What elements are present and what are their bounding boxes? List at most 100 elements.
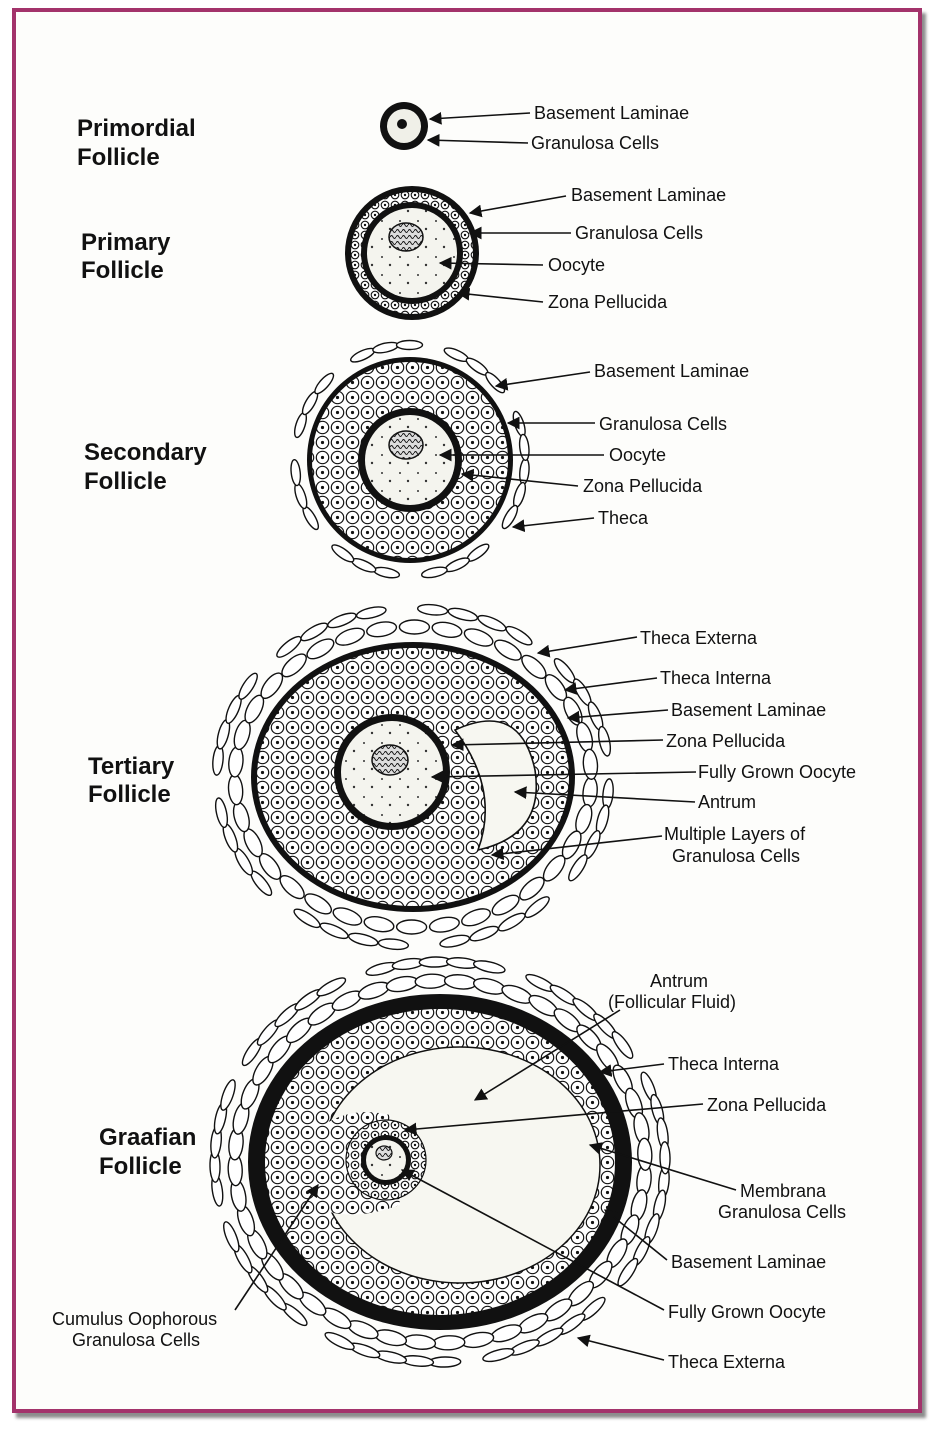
secondary-oocyte bbox=[365, 415, 455, 505]
leader-line bbox=[470, 196, 566, 213]
primordial-label-granulosa-cells: Granulosa Cells bbox=[531, 133, 659, 153]
primordial-nucleus bbox=[397, 119, 407, 129]
theca-cell bbox=[231, 801, 252, 834]
secondary-label-oocyte: Oocyte bbox=[609, 445, 666, 465]
theca-cell bbox=[421, 565, 448, 579]
secondary-title-line1: Secondary bbox=[84, 439, 207, 466]
theca-cell bbox=[403, 1334, 436, 1351]
theca-cell bbox=[212, 745, 225, 776]
leader-line bbox=[568, 710, 668, 718]
secondary-label-theca: Theca bbox=[598, 508, 649, 528]
primary-oocyte bbox=[367, 208, 457, 298]
theca-cell bbox=[428, 915, 460, 934]
leader-line bbox=[428, 140, 528, 143]
primary-title-line2: Follicle bbox=[81, 257, 164, 284]
theca-cell bbox=[444, 555, 471, 574]
theca-cell bbox=[290, 459, 302, 486]
secondary-label-zona-pellucida: Zona Pellucida bbox=[583, 476, 703, 496]
theca-cell bbox=[511, 410, 528, 438]
theca-cell bbox=[373, 1327, 407, 1348]
leader-line bbox=[513, 518, 594, 527]
tertiary-label-multiple-layers-line2: Granulosa Cells bbox=[672, 846, 800, 866]
tertiary-label-fully-grown-oocyte: Fully Grown Oocyte bbox=[698, 762, 856, 782]
theca-cell bbox=[473, 959, 506, 976]
tertiary-title-line1: Tertiary bbox=[88, 753, 175, 780]
primordial-title-line1: Primordial bbox=[77, 115, 196, 142]
tertiary-label-basement-laminae: Basement Laminae bbox=[671, 700, 826, 720]
theca-cell bbox=[461, 1330, 495, 1350]
theca-cell bbox=[444, 973, 477, 990]
theca-cell bbox=[482, 1346, 515, 1364]
tertiary-title-line2: Follicle bbox=[88, 781, 171, 808]
primary-nucleus bbox=[389, 223, 423, 251]
theca-cell bbox=[345, 1317, 380, 1342]
primordial-follicle: Primordial Follicle Basement Laminae Gra… bbox=[77, 102, 689, 171]
secondary-follicle: Secondary Follicle Basement Laminae Gran… bbox=[84, 340, 749, 579]
graafian-label-zona-pellucida: Zona Pellucida bbox=[707, 1095, 827, 1115]
theca-cell bbox=[396, 340, 422, 349]
theca-cell bbox=[323, 1329, 356, 1352]
theca-cell bbox=[331, 904, 364, 928]
theca-cell bbox=[439, 933, 470, 949]
leader-line bbox=[496, 372, 590, 386]
theca-cell bbox=[511, 481, 527, 509]
secondary-label-basement-laminae: Basement Laminae bbox=[594, 361, 749, 381]
theca-cell bbox=[366, 620, 398, 639]
theca-cell bbox=[385, 974, 419, 994]
graafian-title-line2: Follicle bbox=[99, 1153, 182, 1180]
tertiary-label-zona-pellucida: Zona Pellucida bbox=[666, 731, 786, 751]
graafian-label-antrum: Antrum bbox=[650, 971, 708, 991]
theca-cell bbox=[356, 979, 391, 1003]
theca-cell bbox=[365, 960, 398, 978]
leader-line bbox=[538, 637, 637, 653]
theca-cell bbox=[348, 1340, 382, 1360]
theca-cell bbox=[459, 905, 492, 929]
graafian-label-membrana: Membrana bbox=[740, 1181, 827, 1201]
theca-cell bbox=[397, 920, 427, 934]
theca-cell bbox=[472, 976, 506, 997]
leader-line bbox=[578, 1338, 664, 1360]
theca-cell bbox=[373, 566, 400, 580]
graafian-title-line1: Graafian bbox=[99, 1124, 196, 1151]
theca-cell bbox=[363, 914, 395, 933]
tertiary-label-multiple-layers-line1: Multiple Layers of bbox=[664, 824, 806, 844]
theca-cell bbox=[574, 721, 595, 754]
tertiary-label-theca-externa: Theca Externa bbox=[640, 628, 758, 648]
theca-cell bbox=[500, 982, 535, 1007]
theca-cell bbox=[582, 776, 599, 807]
theca-cell bbox=[330, 542, 356, 564]
theca-cell bbox=[462, 625, 495, 649]
primary-follicle: Primary Follicle Basement Laminae Granul… bbox=[81, 185, 726, 320]
graafian-label-basement-laminae: Basement Laminae bbox=[671, 1252, 826, 1272]
primordial-label-basement-laminae: Basement Laminae bbox=[534, 103, 689, 123]
theca-cell bbox=[349, 346, 376, 365]
graafian-label-cumulus-granulosa-cells: Granulosa Cells bbox=[72, 1330, 200, 1350]
secondary-nucleus bbox=[389, 431, 423, 459]
theca-cell bbox=[292, 482, 309, 510]
graafian-nucleus bbox=[376, 1146, 392, 1160]
graafian-follicle: Graafian Follicle Antrum (Follicular Flu… bbox=[52, 956, 846, 1372]
theca-cell bbox=[218, 1078, 238, 1112]
theca-cell bbox=[582, 749, 599, 780]
theca-cell bbox=[415, 974, 448, 989]
theca-cell bbox=[431, 620, 463, 639]
graafian-label-theca-interna: Theca Interna bbox=[668, 1054, 780, 1074]
theca-cell bbox=[399, 620, 429, 634]
graafian-label-membrana-granulosa-cells: Granulosa Cells bbox=[718, 1202, 846, 1222]
theca-cell bbox=[507, 1337, 540, 1358]
theca-cell bbox=[417, 603, 448, 616]
theca-cell bbox=[447, 606, 479, 623]
primary-label-zona-pellucida: Zona Pellucida bbox=[548, 292, 668, 312]
tertiary-nucleus bbox=[372, 745, 408, 775]
theca-cell bbox=[433, 1335, 466, 1350]
theca-cell bbox=[468, 923, 500, 943]
tertiary-follicle: Tertiary Follicle Theca Externa Theca In… bbox=[88, 603, 856, 950]
theca-cell bbox=[602, 778, 615, 809]
graafian-label-theca-externa: Theca Externa bbox=[668, 1352, 786, 1372]
secondary-title-line2: Follicle bbox=[84, 468, 167, 495]
leader-line bbox=[430, 113, 530, 119]
theca-cell bbox=[213, 797, 229, 828]
primordial-title-line2: Follicle bbox=[77, 144, 160, 171]
theca-cell bbox=[637, 1138, 652, 1171]
